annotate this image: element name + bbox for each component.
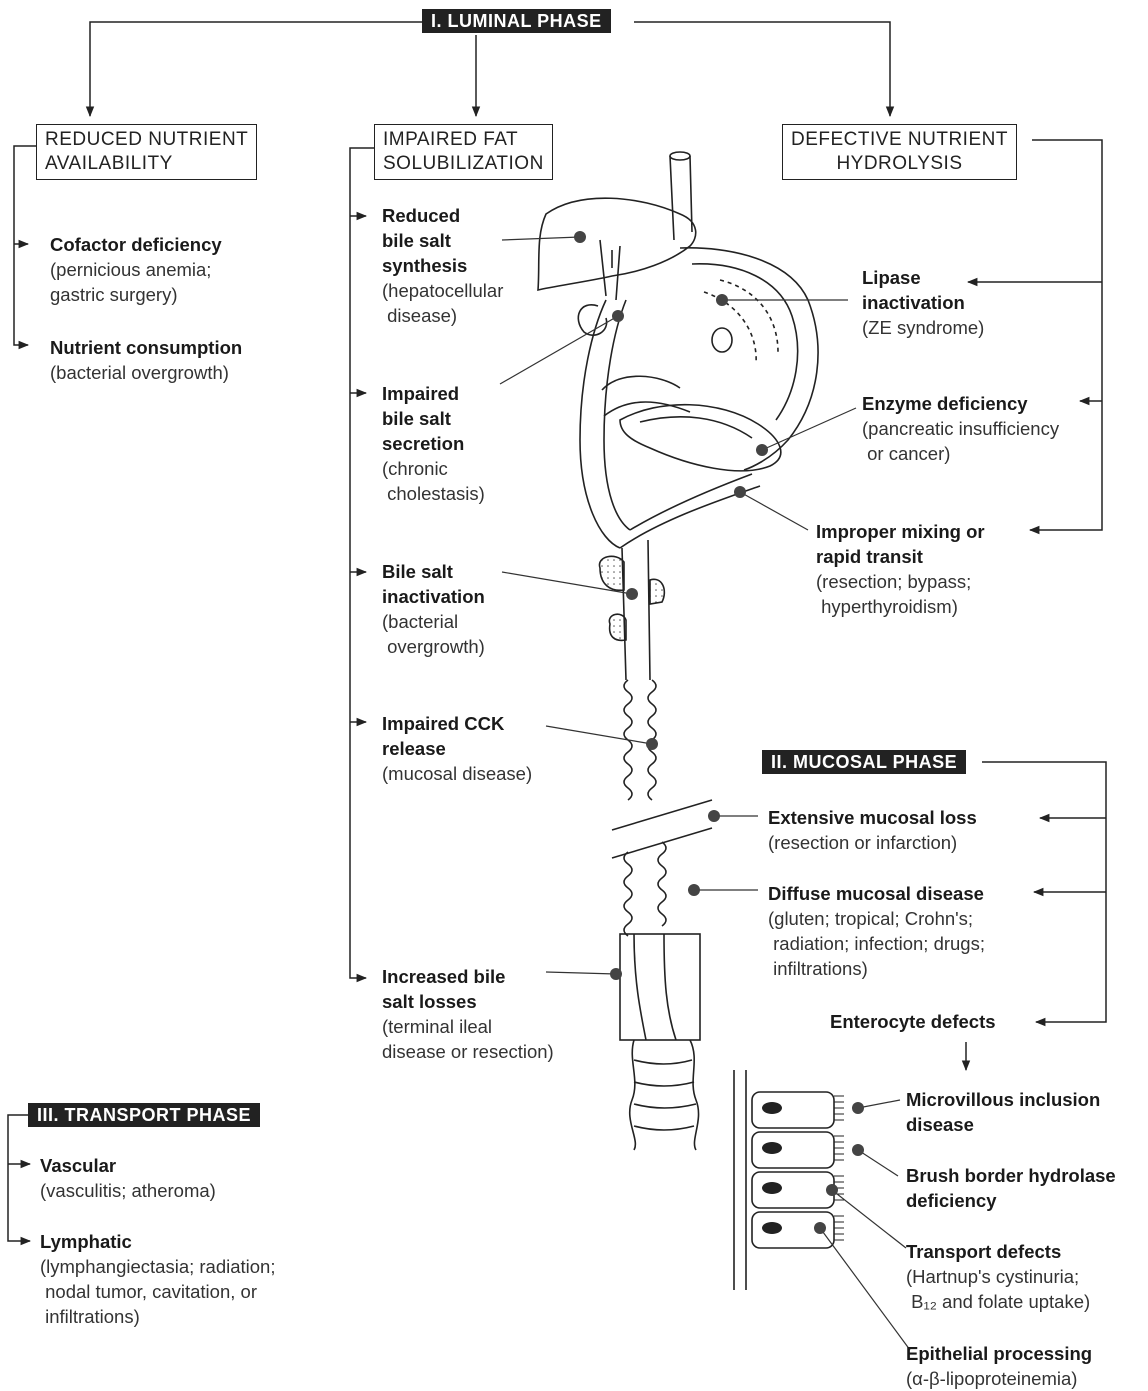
fat-bracket <box>350 148 374 978</box>
nutrient-consumption-item: Nutrient consumption (bacterial overgrow… <box>50 335 242 385</box>
pointer-lines <box>500 237 910 1350</box>
transport-defects-item: Transport defects (Hartnup's cystinuria;… <box>906 1239 1090 1314</box>
cofactor-deficiency-item: Cofactor deficiency (pernicious anemia; … <box>50 232 222 307</box>
enterocyte-defects-item: Enterocyte defects <box>830 1009 996 1034</box>
impaired-cck-release-item: Impaired CCK release (mucosal disease) <box>382 711 532 786</box>
transport-bracket <box>8 1115 30 1241</box>
mucosal-phase-label: II. MUCOSAL PHASE <box>762 750 966 774</box>
marker-dots <box>574 231 864 1234</box>
lymphatic-item: Lymphatic (lymphangiectasia; radiation; … <box>40 1229 276 1329</box>
hydrolysis-bracket <box>1030 140 1102 530</box>
lipase-inactivation-item: Lipase inactivation (ZE syndrome) <box>862 265 984 340</box>
impaired-fat-box: IMPAIRED FAT SOLUBILIZATION <box>374 124 553 180</box>
reduced-bile-salt-synthesis-item: Reduced bile salt synthesis (hepatocellu… <box>382 203 503 328</box>
reduced-nutrient-box: REDUCED NUTRIENT AVAILABILITY <box>36 124 257 180</box>
transport-phase-label: III. TRANSPORT PHASE <box>28 1103 260 1127</box>
impaired-bile-salt-secretion-item: Impaired bile salt secretion (chronic ch… <box>382 381 485 506</box>
microvillous-inclusion-item: Microvillous inclusion disease <box>906 1087 1100 1137</box>
gut-anatomy <box>538 152 818 1150</box>
enterocyte-illustration <box>734 1070 844 1290</box>
improper-mixing-item: Improper mixing or rapid transit (resect… <box>816 519 985 619</box>
extensive-mucosal-loss-item: Extensive mucosal loss (resection or inf… <box>768 805 977 855</box>
luminal-phase-label: I. LUMINAL PHASE <box>422 9 611 33</box>
diffuse-mucosal-disease-item: Diffuse mucosal disease (gluten; tropica… <box>768 881 985 981</box>
epithelial-processing-item: Epithelial processing (α-β-lipoproteinem… <box>906 1341 1092 1391</box>
defective-hydrolysis-box: DEFECTIVE NUTRIENT HYDROLYSIS <box>782 124 1017 180</box>
bile-salt-inactivation-item: Bile salt inactivation (bacterial overgr… <box>382 559 485 659</box>
reduced-nutrient-bracket <box>14 146 36 345</box>
vascular-item: Vascular (vasculitis; atheroma) <box>40 1153 216 1203</box>
brush-border-hydrolase-item: Brush border hydrolase deficiency <box>906 1163 1116 1213</box>
increased-bile-salt-losses-item: Increased bile salt losses (terminal ile… <box>382 964 554 1064</box>
enzyme-deficiency-item: Enzyme deficiency (pancreatic insufficie… <box>862 391 1059 466</box>
luminal-connector <box>90 22 422 116</box>
